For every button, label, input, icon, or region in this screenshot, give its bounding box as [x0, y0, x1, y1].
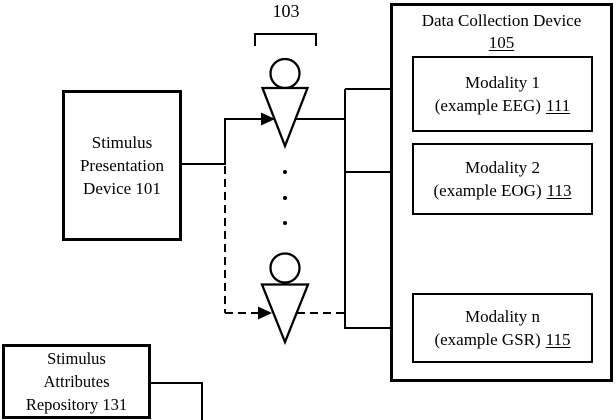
data-collection-device-ref: 105: [488, 33, 515, 52]
modality-2-example: (example EOG)113: [433, 181, 572, 200]
stimulus-device-line3: Device 101: [83, 179, 161, 198]
modality-1-box: Modality 1 (example EEG)111: [412, 56, 593, 132]
modality-2-ref: 113: [546, 181, 572, 200]
modality-2-box: Modality 2 (example EOG)113: [412, 143, 593, 215]
modality-1-ref: 111: [545, 96, 571, 115]
participant-1-icon: [260, 57, 310, 150]
connector-stimulus-to-participant2: [224, 166, 345, 314]
modality-1-example: (example EEG)111: [434, 96, 571, 115]
modality-n-box: Modality n (example GSR)115: [412, 293, 593, 363]
stimulus-device-line1: Stimulus: [91, 133, 153, 152]
participant-2-icon: [260, 252, 310, 346]
modality-n-example: (example GSR)115: [434, 330, 571, 349]
participants-group-label: 103: [272, 1, 300, 21]
arrowhead-participant2: [258, 306, 272, 320]
repository-line3: Repository 131: [25, 395, 128, 414]
stimulus-attributes-repository-box: Stimulus Attributes Repository 131: [2, 344, 151, 419]
repository-line1: Stimulus: [47, 349, 106, 368]
stimulus-presentation-device-box: Stimulus Presentation Device 101: [62, 90, 182, 241]
modality-1-name: Modality 1: [464, 73, 541, 92]
data-collection-device-title: Data Collection Device: [421, 11, 582, 30]
participants-ellipsis-icon: [283, 170, 287, 225]
modality-n-ref: 115: [545, 330, 571, 349]
modality-2-name: Modality 2: [464, 158, 541, 177]
connector-stimulus-to-participant1: [182, 118, 345, 165]
connector-participants-to-dcd: [344, 88, 390, 329]
connector-repository: [151, 382, 203, 420]
modality-n-name: Modality n: [464, 307, 541, 326]
repository-line2: Attributes: [43, 372, 110, 391]
arrowhead-participant1: [261, 112, 275, 126]
stimulus-device-line2: Presentation: [79, 156, 165, 175]
group-bracket: [254, 33, 317, 46]
